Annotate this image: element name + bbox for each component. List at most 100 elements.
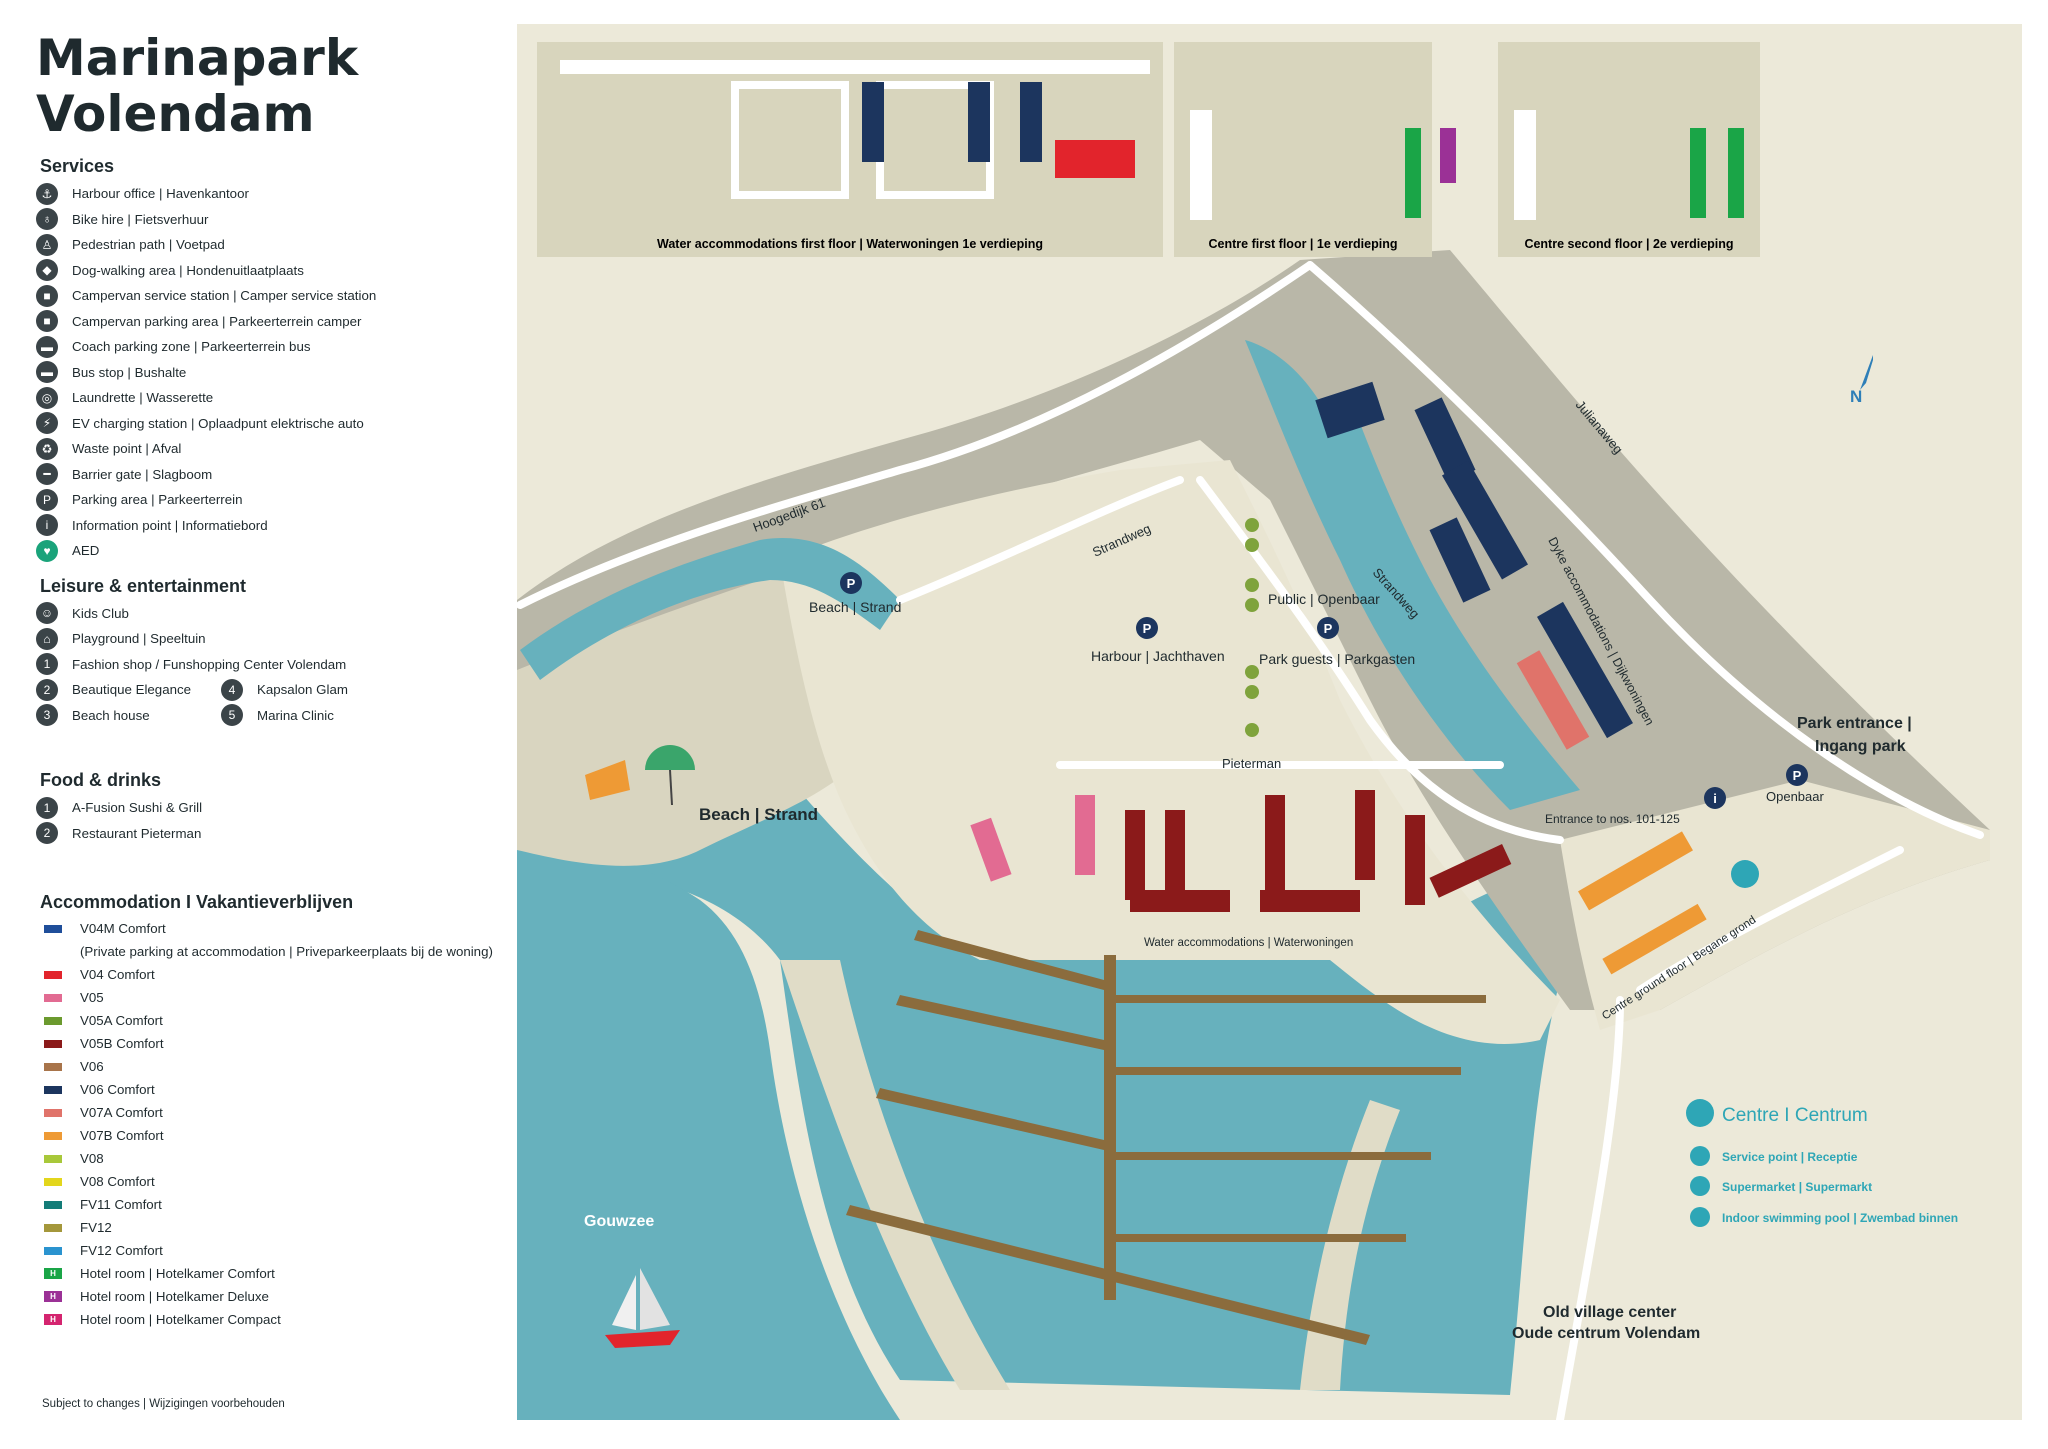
svg-text:i: i: [1713, 791, 1717, 806]
info-icon: [1704, 787, 1726, 809]
shopping-bag-icon: 1: [36, 653, 58, 676]
accommodation-row: V05: [36, 986, 516, 1009]
aed-icon: ♥: [36, 539, 58, 562]
pier-west-4: [846, 1205, 1370, 1345]
color-swatch: [44, 1039, 62, 1048]
accommodation-row: FV11 Comfort: [36, 1193, 516, 1216]
legend-row: ━Barrier gate | Slagboom: [36, 462, 516, 488]
accommodation-row: FV12 Comfort: [36, 1239, 516, 1262]
parking-icon: [1317, 617, 1339, 639]
legend-label: Playground | Speeltuin: [72, 631, 206, 647]
piers: [846, 930, 1486, 1345]
dog-icon: ◆: [36, 259, 58, 282]
centre-legend-item: Indoor swimming pool | Zwembad binnen: [1722, 1211, 1958, 1225]
coach-icon: ▬: [36, 335, 58, 358]
inset-building: [1190, 110, 1212, 220]
legend-label: Kids Club: [72, 605, 129, 621]
accommodation-row: V04M Comfort: [36, 917, 516, 940]
legend-row: ♻Waste point | Afval: [36, 436, 516, 462]
accommodation-label: V05: [80, 990, 104, 1005]
label-old-village-1: Old village center: [1543, 1304, 1676, 1321]
svg-text:P: P: [847, 576, 856, 591]
info-icon: i: [36, 514, 58, 537]
accommodation-row: V08: [36, 1147, 516, 1170]
pier-east-1: [1116, 995, 1486, 1003]
legend-label: Kapsalon Glam: [257, 682, 348, 698]
color-swatch: [44, 1177, 62, 1186]
accommodation-blocks: [970, 381, 1707, 975]
legend-row: ♥ AED: [36, 538, 516, 564]
accommodation-row: V06: [36, 1055, 516, 1078]
inset-centre2-label: Centre second floor | 2e verdieping: [1524, 237, 1733, 251]
centre-legend-item: Service point | Receptie: [1722, 1150, 1858, 1164]
legend-row: ♙ Pedestrian path | Voetpad: [36, 232, 516, 258]
shopping-bag-icon: 2: [36, 678, 58, 701]
accommodation-label: V06: [80, 1059, 104, 1074]
accommodation-row: FV12: [36, 1216, 516, 1239]
playground-icon: ⌂: [36, 627, 58, 650]
svg-text:P: P: [1793, 768, 1802, 783]
legend-row: ⚓Harbour office | Havenkantoor: [36, 181, 516, 207]
inset-units: [862, 82, 1744, 218]
road-to-village: [1556, 996, 1624, 1424]
park-grounds: [780, 460, 1560, 1044]
inset-buildings: [560, 60, 1536, 220]
waste-icon: ♻: [36, 437, 58, 460]
hotel-badge-icon: H: [44, 1268, 62, 1279]
services-heading: Services: [40, 156, 115, 176]
accommodation-label: FV11 Comfort: [80, 1197, 162, 1212]
accommodation-label: V04M Comfort: [80, 921, 166, 936]
food-heading: Food & drinks: [40, 770, 161, 790]
legend-label: AED: [72, 543, 100, 559]
label-harbour-parking: Harbour | Jachthaven: [1091, 648, 1225, 664]
parking-icon: [840, 572, 862, 594]
legend-label: Campervan parking area | Parkeerterrein …: [72, 313, 362, 329]
accommodation-row: V04 Comfort: [36, 963, 516, 986]
legend-label: Parking area | Parkeerterrein: [72, 492, 243, 508]
accommodation-label: Hotel room | Hotelkamer Deluxe: [80, 1289, 269, 1304]
pedestrian-icon: ♙: [36, 233, 58, 256]
leisure-heading: Leisure & entertainment: [40, 575, 247, 596]
services-list: ⚓Harbour office | Havenkantoor♁ Bike hire…: [36, 181, 516, 564]
inset-building: [1514, 110, 1536, 220]
accommodation-label: V04 Comfort: [80, 967, 155, 982]
legend-label: Campervan service station | Camper servi…: [72, 288, 377, 304]
legend-label: Marina Clinic: [257, 707, 334, 723]
sailboat-icon: [605, 1268, 680, 1348]
label-park-entrance-2: Ingang park: [1815, 738, 1906, 755]
legend-row: ♁ Bike hire | Fietsverhuur: [36, 207, 516, 233]
accommodation-list: V04M Comfort(Private parking at accommod…: [36, 917, 516, 1331]
bike-icon: ♁: [36, 208, 58, 231]
road-strandweg: [896, 476, 1184, 604]
legend-panel: Marinapark Volendam Services ⚓Harbour of…: [36, 30, 516, 1331]
pier-east-3: [1116, 1152, 1431, 1160]
accommodation-label: V05B Comfort: [80, 1036, 164, 1051]
color-swatch: [44, 1246, 62, 1255]
inset-centre-second-floor: [1498, 42, 1760, 257]
label-beach: Beach | Strand: [699, 805, 818, 824]
legend-label: Bus stop | Bushalte: [72, 364, 187, 380]
label-openbaar: Openbaar: [1766, 789, 1824, 804]
accommodation-row: V08 Comfort: [36, 1170, 516, 1193]
accommodation-label: FV12: [80, 1220, 112, 1235]
legend-label: Pedestrian path | Voetpad: [72, 237, 225, 253]
legend-label: A-Fusion Sushi & Grill: [72, 800, 203, 816]
color-swatch: [44, 1062, 62, 1071]
swimming-pool-icon: [1690, 1207, 1710, 1227]
legend-label: Beach house: [72, 707, 150, 723]
road-park-entrance: [1636, 846, 1904, 994]
breakwater-east: [1300, 1100, 1400, 1390]
legend-label: Bike hire | Fietsverhuur: [72, 211, 209, 227]
road-hoogedijk: [516, 261, 1314, 609]
legend-label: Laundrette | Wasserette: [72, 390, 214, 406]
ev-charging-icon: ⚡: [36, 412, 58, 435]
reception-icon: [1690, 1146, 1710, 1166]
